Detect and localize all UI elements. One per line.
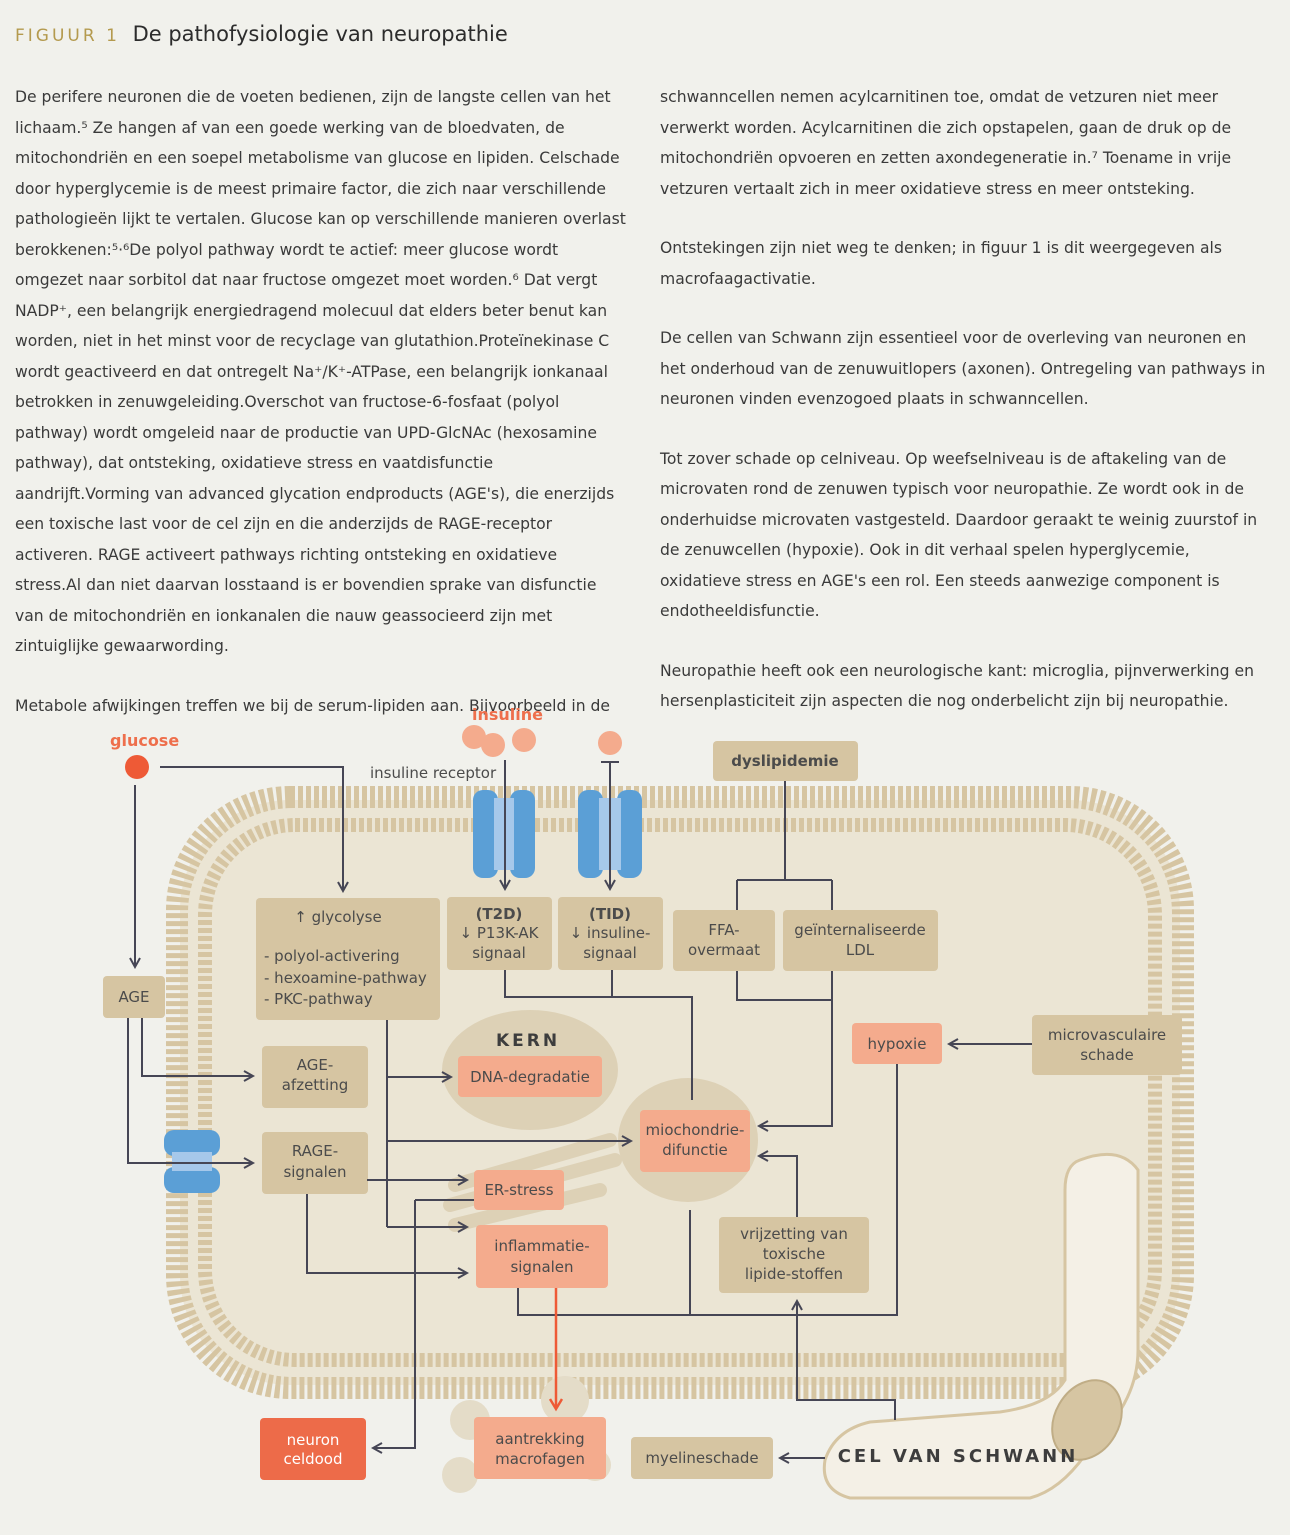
hypoxie-box: hypoxie	[852, 1023, 942, 1064]
svg-text:- polyol-activering: - polyol-activering	[264, 947, 400, 965]
svg-text:AGE-: AGE-	[297, 1056, 334, 1074]
pathophysiology-diagram: glucose insuline insuline receptor dysli…	[103, 705, 1194, 1500]
svg-text:celdood: celdood	[283, 1450, 342, 1468]
membrane-gap	[188, 808, 1172, 1377]
insulin-molecule	[598, 731, 622, 755]
age-afzetting-box: AGE- afzetting	[262, 1046, 368, 1108]
t2d-box: (T2D) ↓ P13K-AK signaal	[447, 897, 552, 970]
svg-text:LDL: LDL	[846, 941, 875, 959]
glucose-label: glucose	[110, 731, 179, 750]
svg-text:neuron: neuron	[287, 1431, 340, 1449]
paragraph: De cellen van Schwann zijn essentieel vo…	[660, 329, 1266, 408]
svg-text:signaal: signaal	[583, 944, 637, 962]
rage-signalen-box: RAGE- signalen	[262, 1132, 368, 1194]
svg-text:macrofagen: macrofagen	[495, 1450, 585, 1468]
insulin-receptor-t1d	[578, 790, 642, 878]
svg-text:↑ glycolyse: ↑ glycolyse	[294, 908, 381, 926]
svg-text:(TID): (TID)	[589, 905, 631, 923]
paragraph: Tot zover schade op celniveau. Op weefse…	[660, 449, 1258, 621]
ldl-box: geïnternaliseerde LDL	[783, 910, 938, 971]
age-box: AGE	[103, 976, 165, 1018]
insuline-receptor-label: insuline receptor	[370, 764, 497, 782]
svg-text:miochondrie-: miochondrie-	[646, 1121, 745, 1139]
kern-label: KERN	[496, 1031, 560, 1051]
paragraph: Metabole afwijkingen treffen we bij de s…	[15, 696, 611, 715]
rage-receptor	[164, 1130, 220, 1193]
text-column-right: schwanncellen nemen acylcarnitinen toe, …	[660, 82, 1272, 746]
lipide-stoffen-box: vrijzetting van toxische lipide-stoffen	[719, 1217, 869, 1293]
paragraph: schwanncellen nemen acylcarnitinen toe, …	[660, 88, 1232, 198]
figure-heading: FIGUUR 1 De pathofysiologie van neuropat…	[15, 22, 508, 46]
membrane-outer	[166, 786, 1194, 1399]
glycolyse-box: ↑ glycolyse - polyol-activering - hexoam…	[256, 898, 440, 1020]
svg-text:- PKC-pathway: - PKC-pathway	[264, 990, 373, 1008]
svg-text:- hexoamine-pathway: - hexoamine-pathway	[264, 969, 427, 987]
paragraph: De perifere neuronen die de voeten bedie…	[15, 88, 626, 655]
svg-text:RAGE-: RAGE-	[292, 1142, 338, 1160]
macrophage-blob	[541, 1376, 589, 1424]
svg-text:AGE: AGE	[118, 988, 149, 1006]
schwann-label: CEL VAN SCHWANN	[838, 1446, 1079, 1467]
svg-text:FFA-: FFA-	[708, 921, 739, 939]
ffa-box: FFA- overmaat	[673, 910, 775, 971]
insuline-label: insuline	[472, 705, 543, 724]
svg-text:ER-stress: ER-stress	[484, 1181, 553, 1199]
t1d-box: (TID) ↓ insuline- signaal	[558, 897, 663, 970]
svg-text:signalen: signalen	[283, 1163, 346, 1181]
svg-text:difunctie: difunctie	[662, 1141, 728, 1159]
svg-text:afzetting: afzetting	[282, 1076, 349, 1094]
microvasculaire-box: microvasculaire schade	[1032, 1015, 1182, 1075]
myelineschade-box: myelineschade	[631, 1437, 773, 1479]
paragraph: Neuropathie heeft ook een neurologische …	[660, 661, 1255, 711]
mitochondria-dysfunction-box: miochondrie- difunctie	[640, 1110, 750, 1172]
macrophage-blob	[442, 1457, 478, 1493]
insulin-molecule	[481, 733, 505, 757]
er-stress-box: ER-stress	[474, 1170, 564, 1210]
insulin-molecule	[512, 728, 536, 752]
svg-text:signaal: signaal	[472, 944, 526, 962]
svg-text:DNA-degradatie: DNA-degradatie	[470, 1068, 590, 1086]
inflammatie-box: inflammatie- signalen	[476, 1225, 608, 1288]
svg-text:(T2D): (T2D)	[476, 905, 523, 923]
svg-text:hypoxie: hypoxie	[868, 1035, 927, 1053]
svg-text:myelineschade: myelineschade	[645, 1449, 758, 1467]
dyslipidemie-box: dyslipidemie	[713, 741, 858, 781]
glucose-molecule	[125, 755, 149, 779]
svg-text:geïnternaliseerde: geïnternaliseerde	[794, 921, 925, 939]
figure-label: FIGUUR 1	[15, 26, 120, 46]
svg-text:toxische: toxische	[763, 1245, 825, 1263]
connectors	[127, 760, 1032, 1458]
schwann-nucleus	[1051, 1379, 1123, 1461]
svg-text:aantrekking: aantrekking	[495, 1430, 584, 1448]
dna-degradatie-box: DNA-degradatie	[458, 1056, 602, 1097]
svg-text:signalen: signalen	[510, 1258, 573, 1276]
svg-text:microvasculaire: microvasculaire	[1048, 1026, 1166, 1044]
neuron-celdood-box: neuron celdood	[260, 1418, 366, 1480]
svg-text:inflammatie-: inflammatie-	[494, 1237, 589, 1255]
figure-title: De pathofysiologie van neuropathie	[132, 22, 508, 46]
insulin-molecule	[462, 725, 486, 749]
paragraph: Ontstekingen zijn niet weg te denken; in…	[660, 239, 1223, 288]
svg-text:lipide-stoffen: lipide-stoffen	[745, 1265, 843, 1283]
svg-text:schade: schade	[1080, 1046, 1134, 1064]
svg-text:vrijzetting van: vrijzetting van	[740, 1225, 848, 1243]
macrofagen-box: aantrekking macrofagen	[474, 1417, 606, 1479]
membrane-inner	[198, 818, 1162, 1367]
svg-text:↓ insuline-: ↓ insuline-	[570, 924, 651, 942]
text-column-left: De perifere neuronen die de voeten bedie…	[15, 82, 627, 750]
svg-text:overmaat: overmaat	[688, 941, 760, 959]
svg-text:↓ P13K-AK: ↓ P13K-AK	[460, 924, 540, 942]
svg-text:dyslipidemie: dyslipidemie	[731, 752, 838, 770]
